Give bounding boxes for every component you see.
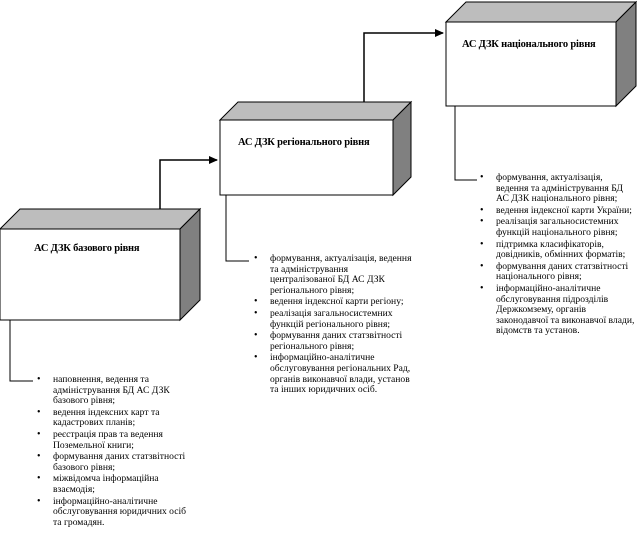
list-item: підтримка класифікаторів, довідників, об… (479, 239, 635, 261)
regional-level-title: АС ДЗК регіонального рівня (238, 137, 370, 148)
list-item: формування, актуалізація, ведення та адм… (253, 253, 413, 296)
arrow-regional-to-national (363, 29, 444, 102)
list-item: ведення індексної карти України; (479, 205, 635, 217)
list-item: формування, актуалізація, ведення та адм… (479, 172, 635, 205)
connector-regional-list (225, 195, 249, 262)
base-level-title: АС ДЗК базового рівня (34, 243, 140, 254)
list-item: формування даних статзвітності базового … (36, 451, 194, 473)
base-level-functions: наповнення, ведення та адміністрування Б… (36, 374, 194, 529)
list-item: інформаційно-аналітичне обслуговування п… (479, 283, 635, 337)
national-level-title: АС ДЗК національного рівня (462, 39, 596, 50)
list-item: інформаційно-аналітичне обслуговування ю… (36, 496, 194, 529)
box-national-level (444, 0, 637, 108)
list-item: реалізація загальносистемних функцій нац… (479, 217, 635, 238)
box-base-level (0, 207, 202, 322)
list-item: інформаційно-аналітичне обслуговування р… (253, 352, 413, 395)
list-item: ведення індексної карти регіону; (253, 297, 413, 308)
list-item: наповнення, ведення та адміністрування Б… (36, 374, 194, 407)
arrow-base-to-regional (159, 156, 218, 209)
box-regional-level (218, 100, 413, 197)
list-item: ведення індексних карт та кадастрових пл… (36, 407, 194, 429)
connector-base-list (9, 320, 33, 382)
list-item: реєстрація прав та ведення Поземельної к… (36, 429, 194, 451)
list-item: міжвідомча інформаційна взаємодія; (36, 473, 194, 495)
list-item: реалізація загальносистемних функцій рег… (253, 308, 413, 330)
list-item: формування даних статзвітності національ… (479, 261, 635, 283)
regional-level-functions: формування, актуалізація, ведення та адм… (253, 253, 413, 397)
connector-national-list (454, 106, 477, 181)
national-level-functions: формування, актуалізація, ведення та адм… (479, 172, 635, 338)
list-item: формування даних статзвітності регіональ… (253, 330, 413, 352)
